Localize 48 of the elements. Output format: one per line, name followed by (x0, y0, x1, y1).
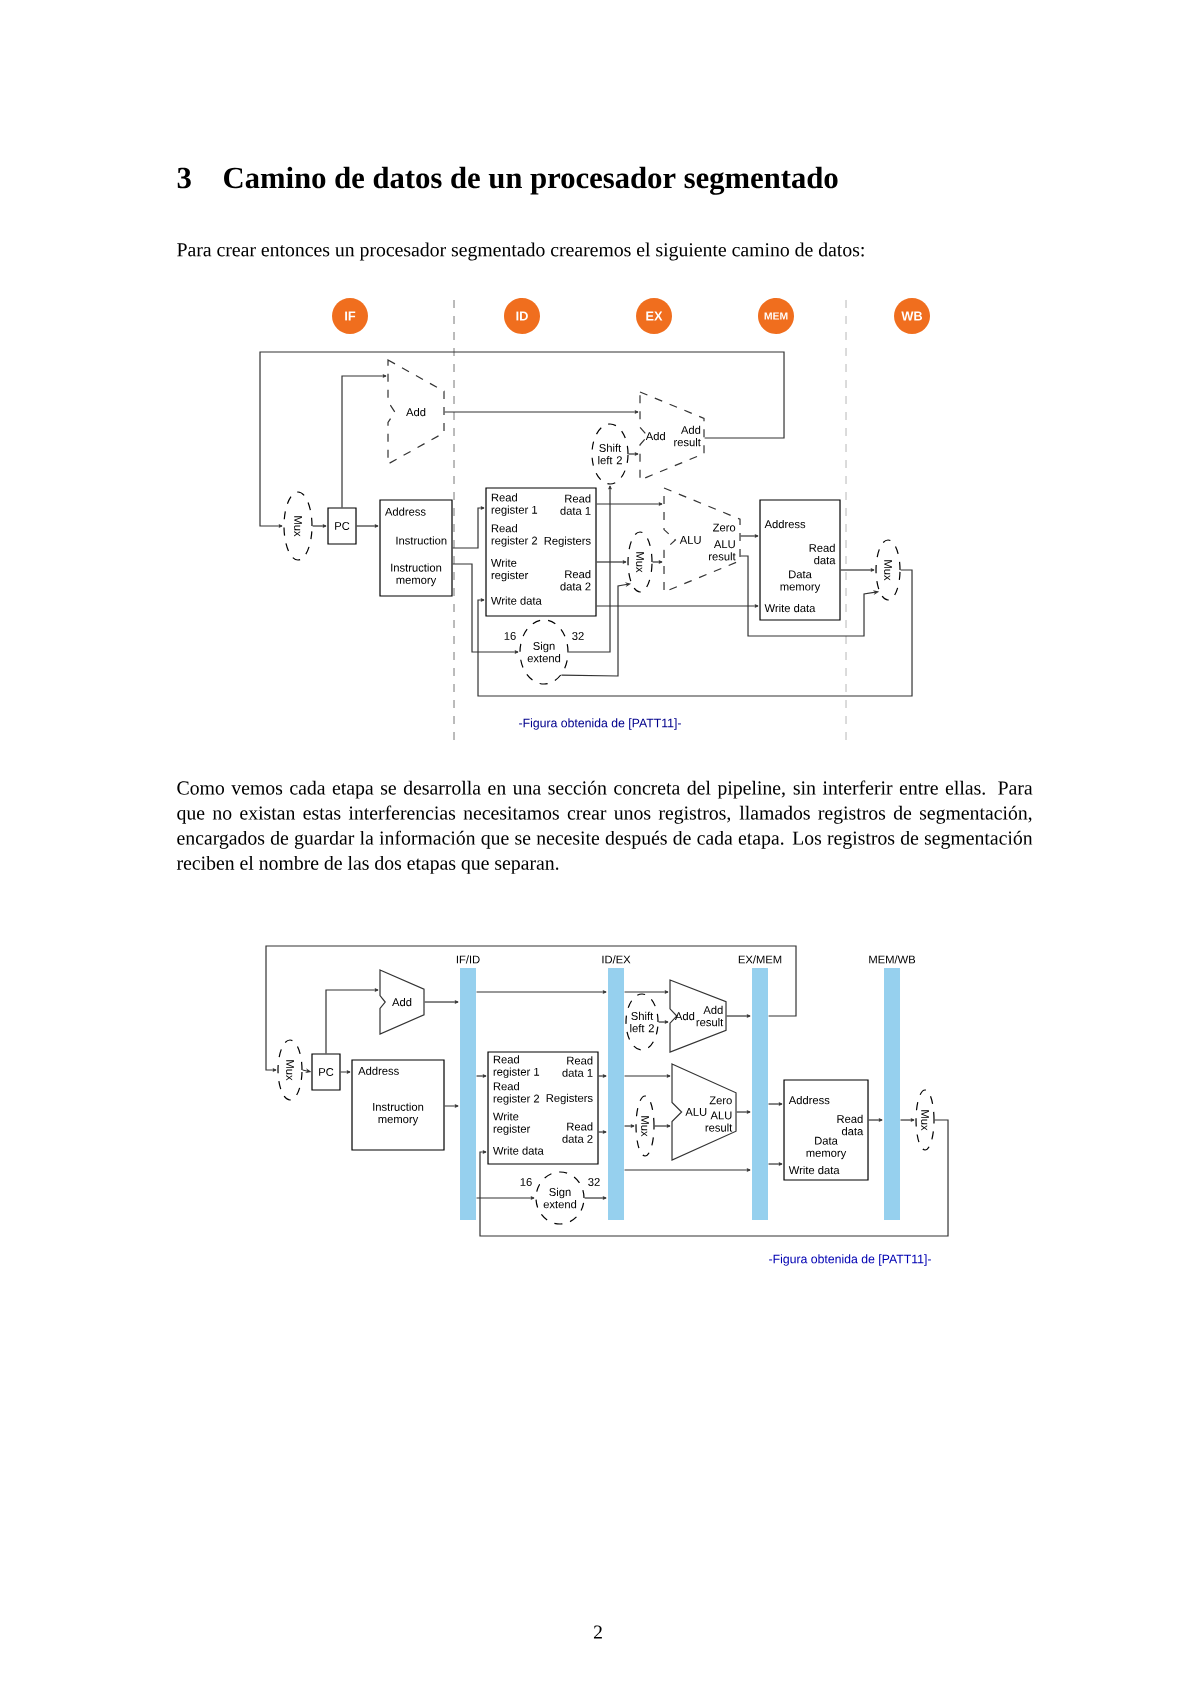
wire (596, 502, 663, 506)
wire (475, 990, 607, 994)
heading: Camino de datos de un procesador segmentado (224, 166, 838, 195)
wire (598, 1130, 607, 1134)
wire (475, 1074, 487, 1078)
wire (623, 1074, 671, 1078)
wire (868, 1118, 883, 1122)
wire (312, 524, 327, 528)
paragraph: Como vemos cada etapa se desarrolla en una sección concreta del pipeline, sin interferir entre ellas. Para que no existan estas interferencias necesitamos crear unos registros, llamados registros de segmentación, encargados de guardar la información que se necesite después de cada etapa. Los registros de segmentación reciben el nombre de las dos etapas que separan. (176, 780, 1033, 874)
wire (596, 560, 627, 564)
page-number: 2 (593, 1625, 602, 1639)
wire (899, 1118, 915, 1122)
wire (736, 1110, 751, 1114)
wire (596, 604, 759, 608)
wire (628, 452, 639, 456)
wire (477, 569, 913, 697)
wire (424, 1000, 459, 1004)
wire (726, 1014, 751, 1018)
wire (444, 1104, 459, 1108)
wire (767, 1102, 783, 1106)
wire (302, 1069, 311, 1073)
wire (598, 1074, 607, 1078)
wire (623, 1124, 635, 1128)
wire (452, 506, 485, 549)
wire (654, 1124, 671, 1128)
wire (475, 1196, 535, 1200)
wire (623, 990, 669, 994)
wire (341, 374, 387, 508)
wire (623, 1168, 751, 1172)
wire (325, 988, 379, 1054)
wire (652, 560, 663, 564)
wire (560, 582, 631, 677)
wire (340, 1070, 351, 1074)
wire (658, 1020, 669, 1024)
wire (356, 524, 379, 528)
wire (452, 563, 519, 654)
wire (584, 1196, 607, 1200)
paragraph: Para crear entonces un procesador segmentado crearemos el siguiente camino de datos: (177, 242, 864, 261)
wire (740, 534, 759, 538)
wire (740, 555, 879, 637)
wire (479, 1119, 949, 1237)
wire (265, 945, 797, 1072)
wire (840, 568, 875, 572)
wire (444, 410, 639, 414)
section-number: 3 (177, 167, 191, 189)
wire (568, 485, 612, 653)
wire (259, 351, 785, 528)
wire (767, 1162, 783, 1166)
